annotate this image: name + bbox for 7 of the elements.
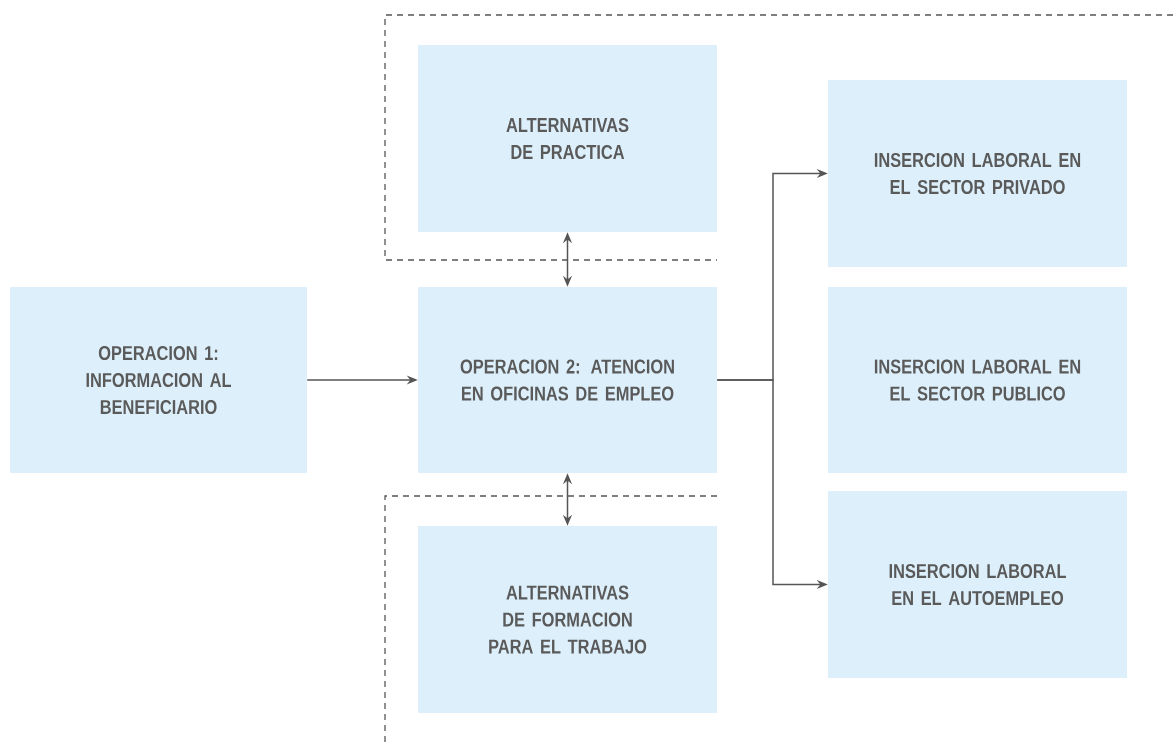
- process-box: ALTERNATIVAS DE PRACTICA: [418, 45, 717, 232]
- process-box: OPERACION 1: INFORMACION AL BENEFICIARIO: [10, 287, 307, 473]
- process-box: INSERCION LABORAL EN EL SECTOR PUBLICO: [828, 287, 1127, 473]
- process-box: INSERCION LABORAL EN EL AUTOEMPLEO: [828, 491, 1127, 678]
- process-box: INSERCION LABORAL EN EL SECTOR PRIVADO: [828, 80, 1127, 267]
- process-box: OPERACION 2: ATENCION EN OFICINAS DE EMPLEO: [418, 287, 717, 473]
- process-box: ALTERNATIVAS DE FORMACION PARA EL TRABAJO: [418, 526, 717, 713]
